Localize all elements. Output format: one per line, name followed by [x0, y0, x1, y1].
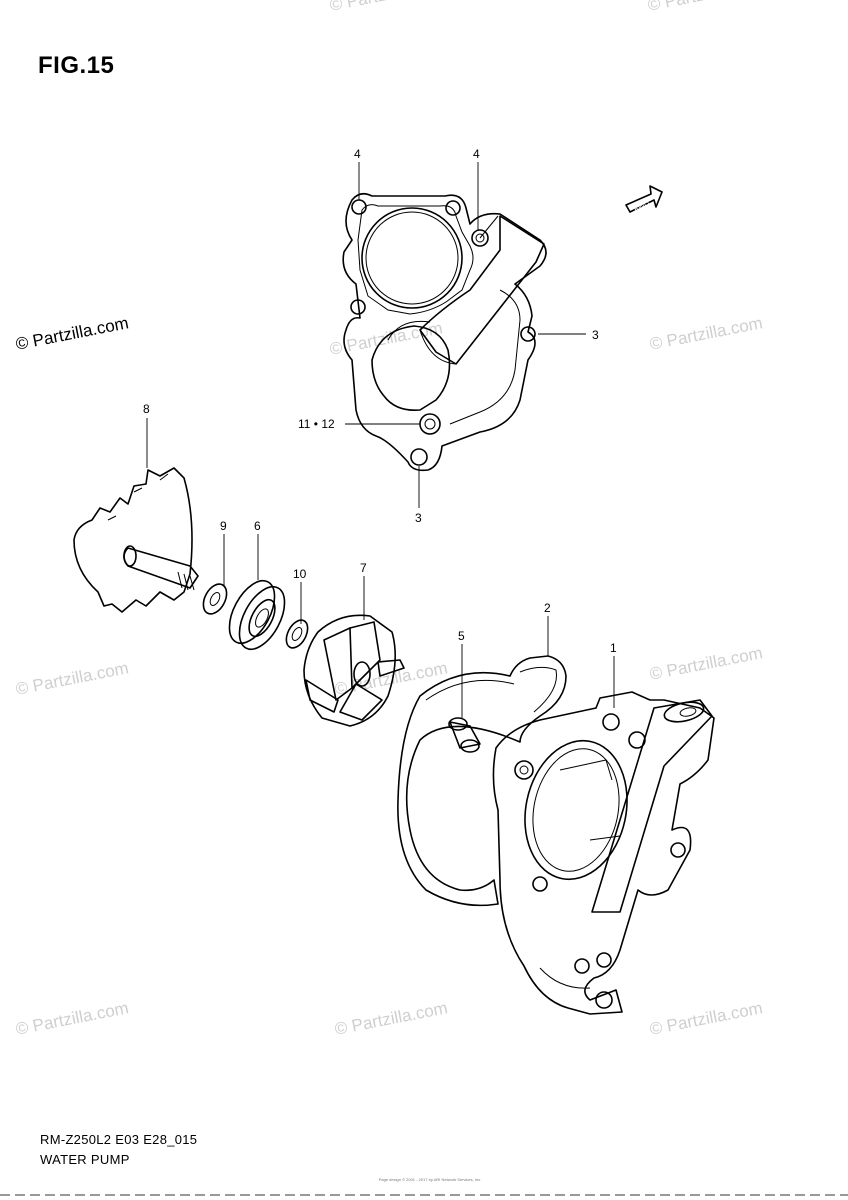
washer-part-9: [202, 583, 228, 615]
model-code: RM-Z250L2 E03 E28_015: [40, 1132, 198, 1147]
mechanical-seal-part-6: [228, 580, 286, 650]
callout-1: 1: [610, 641, 617, 655]
drive-gear-and-shaft: [73, 467, 199, 613]
section-name: WATER PUMP: [40, 1152, 130, 1167]
pump-cover: [342, 192, 547, 472]
callout-2: 2: [544, 601, 551, 615]
fwd-label: FWD: [633, 200, 650, 213]
page-credit: Page design © 2001 - 2017 by ARI Network…: [378, 1177, 482, 1182]
forward-direction-badge: FWD: [625, 185, 663, 213]
callout-6: 6: [254, 519, 261, 533]
callout-8: 8: [143, 402, 150, 416]
o-ring-part-2: [397, 655, 567, 907]
figure-title: FIG.15: [38, 52, 115, 79]
washer-part-10: [285, 619, 309, 649]
callout-10: 10: [293, 567, 307, 581]
callout-5: 5: [458, 629, 465, 643]
dowel-pin-part-5: [448, 717, 481, 753]
leader-lines: [146, 162, 615, 718]
callout-4-right: 4: [473, 147, 480, 161]
callout-labels: 4 4 3 11 • 12 3 8 9 6 10 7 5 2 1: [143, 147, 617, 655]
callout-3-bottom: 3: [415, 511, 422, 525]
callout-11-12: 11 • 12: [298, 417, 335, 431]
impeller-part-7: [303, 614, 405, 727]
callout-9: 9: [220, 519, 227, 533]
pump-body-part-1: [492, 691, 715, 1015]
callout-7: 7: [360, 561, 367, 575]
callout-4-left: 4: [354, 147, 361, 161]
footer-dashed-rule: [0, 1194, 848, 1196]
callout-3-right: 3: [592, 328, 599, 342]
